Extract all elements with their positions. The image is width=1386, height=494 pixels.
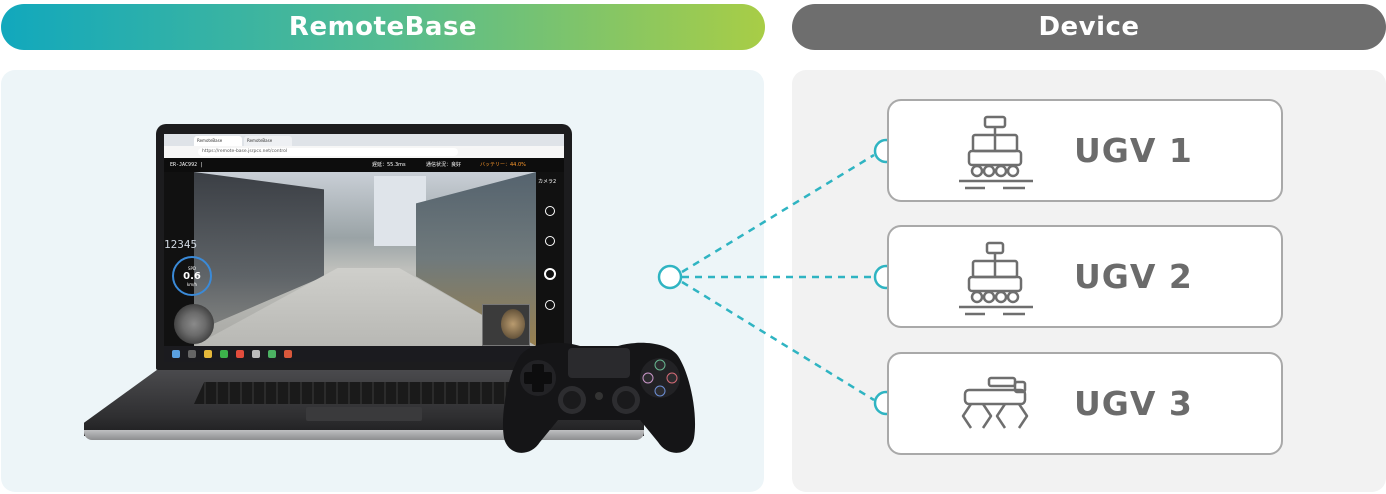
quadruped-robot-icon (961, 376, 1029, 429)
right-hud: カメラ2 (536, 172, 564, 346)
app-status-bar: ER-JAC992 | 遅延：55.3ms 通信状況：良好 バッテリー：44.0… (164, 158, 564, 172)
battery-readout: バッテリー：44.0% (480, 162, 526, 168)
camera-label: カメラ2 (538, 179, 557, 185)
mic-off-icon (545, 206, 555, 216)
settings-icon (252, 350, 260, 358)
speed-unit: km/h (186, 282, 198, 287)
laptop-illustration: RemoteBase RemoteBase https://remote-bas… (84, 124, 644, 442)
device-header: Device (792, 4, 1386, 50)
device-card-ugv-2: UGV 2 (887, 225, 1283, 328)
speed-label: SPD (187, 266, 197, 271)
wheeled-robot-icon (959, 241, 1033, 316)
connector-line-ugv-1 (681, 153, 875, 274)
laptop-keyboard (194, 382, 534, 404)
remotebase-title: RemoteBase (288, 12, 478, 42)
pip-camera-view (482, 304, 530, 346)
browser-tab: RemoteBase (194, 136, 242, 146)
browser-address-bar: https://remote-base.jsrpcs.net/control (164, 146, 564, 158)
laptop-trackpad (306, 407, 422, 421)
camera-icon (545, 236, 555, 246)
folder-icon (204, 350, 212, 358)
device-title: Device (1038, 12, 1140, 42)
device-card-ugv-1: UGV 1 (887, 99, 1283, 202)
connector-line-ugv-3 (681, 280, 875, 402)
browser-url: https://remote-base.jsrpcs.net/control (198, 148, 458, 156)
browser-tab-bar: RemoteBase RemoteBase (164, 134, 564, 146)
search-icon (188, 350, 196, 358)
device-label: UGV 3 (1074, 384, 1193, 423)
gamepad-icon (502, 342, 696, 453)
app-icon (236, 350, 244, 358)
laptop-front-edge (84, 430, 644, 440)
wheeled-robot-icon (959, 115, 1033, 190)
app-icon (284, 350, 292, 358)
browser-tab: RemoteBase (244, 136, 292, 146)
speed-gauge: SPD 0.6 km/h (172, 256, 212, 296)
device-id: ER-JAC992 | (170, 162, 204, 168)
latency-readout: 遅延：55.3ms (372, 162, 406, 168)
switch-camera-icon (545, 300, 555, 310)
device-card-ugv-3: UGV 3 (887, 352, 1283, 455)
overlay-number: 12345 (164, 238, 198, 251)
browser-icon (220, 350, 228, 358)
remotebase-header: RemoteBase (1, 4, 765, 50)
laptop-screen: RemoteBase RemoteBase https://remote-bas… (164, 134, 564, 362)
laptop-lid: RemoteBase RemoteBase https://remote-bas… (156, 124, 572, 370)
os-taskbar (164, 346, 564, 362)
joystick-control (174, 304, 214, 344)
device-label: UGV 2 (1074, 257, 1193, 296)
pip-camera-image (501, 309, 525, 339)
speed-value: 0.6 (183, 271, 201, 282)
network-status: 通信状況：良好 (426, 162, 462, 168)
app-icon (268, 350, 276, 358)
hub-node (657, 264, 683, 290)
camera-view (194, 172, 536, 346)
record-icon (544, 268, 556, 280)
device-label: UGV 1 (1074, 131, 1193, 170)
start-icon (172, 350, 180, 358)
